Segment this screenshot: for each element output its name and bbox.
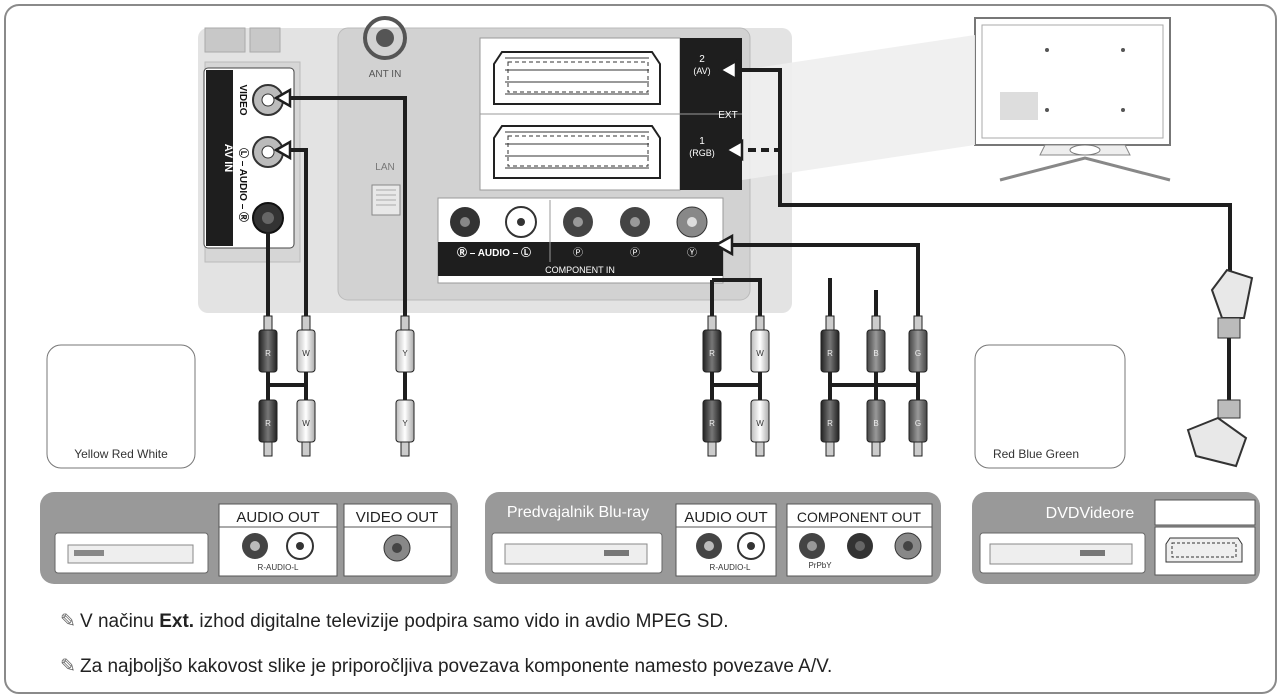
device3-title: DVDVideore bbox=[1046, 505, 1135, 522]
comp-y-label: Ⓨ bbox=[687, 247, 697, 259]
plug-letter: B bbox=[873, 349, 878, 358]
pencil-icon: ✎ bbox=[60, 656, 76, 677]
rca-plug: Y bbox=[395, 315, 415, 373]
av-in-strip bbox=[206, 70, 233, 246]
plug-letter: W bbox=[302, 419, 310, 428]
tv-outline-icon bbox=[974, 17, 1171, 182]
device1-audio-out: AUDIO OUT bbox=[236, 509, 319, 526]
plug-letter: W bbox=[756, 349, 764, 358]
note-1-pre: V načinu bbox=[80, 611, 160, 632]
video-label: VIDEO bbox=[237, 84, 248, 115]
device2-prpby: PrPbY bbox=[808, 561, 832, 570]
plug-letter: W bbox=[756, 419, 764, 428]
rca-plug: W bbox=[296, 399, 316, 457]
callout-wedge bbox=[742, 35, 975, 180]
rca-plug: W bbox=[750, 315, 770, 373]
device-bar-1 bbox=[40, 492, 458, 584]
comp-pr-label: Ⓟ bbox=[630, 247, 640, 259]
ext-label: EXT bbox=[718, 110, 737, 121]
rca-plug: Y bbox=[395, 399, 415, 457]
cables bbox=[266, 68, 1232, 330]
legend-left-label: Yellow Red White bbox=[74, 447, 168, 461]
av-audio-label: Ⓛ – AUDIO – Ⓡ bbox=[237, 148, 250, 222]
plug-letter: R bbox=[265, 419, 271, 428]
plug-letter: G bbox=[915, 349, 921, 358]
plug-letter: B bbox=[873, 419, 878, 428]
rca-plug: G bbox=[908, 315, 928, 373]
device2-r-audio-l: R-AUDIO-L bbox=[710, 563, 751, 572]
rca-plug: R bbox=[258, 399, 278, 457]
rca-plug: R bbox=[820, 315, 840, 373]
plug-letter: R bbox=[827, 419, 833, 428]
av-in-label: AV IN bbox=[222, 144, 234, 173]
plug-letter: G bbox=[915, 419, 921, 428]
plug-letter: R bbox=[709, 349, 715, 358]
plug-letter: Y bbox=[402, 349, 408, 358]
device1-video-out: VIDEO OUT bbox=[356, 509, 439, 526]
ant-in-label: ANT IN bbox=[369, 69, 402, 80]
device2-audio-out: AUDIO OUT bbox=[684, 509, 767, 526]
device-bar-3 bbox=[972, 492, 1260, 584]
legend-right-label: Red Blue Green bbox=[993, 447, 1079, 461]
rca-plug: B bbox=[866, 315, 886, 373]
note-1-bold: Ext. bbox=[159, 611, 195, 632]
plug-letter: R bbox=[709, 419, 715, 428]
plug-letter: R bbox=[265, 349, 271, 358]
arrowheads bbox=[273, 58, 744, 257]
ext1-label: 1 bbox=[699, 136, 705, 147]
ant-in-jack bbox=[363, 16, 407, 60]
plug-letter: R bbox=[827, 349, 833, 358]
comp-pb-label: Ⓟ bbox=[573, 247, 583, 259]
rca-plug: G bbox=[908, 399, 928, 457]
note-2-text: Za najboljšo kakovost slike je priporočl… bbox=[80, 656, 833, 677]
note-1-post: izhod digitalne televizije podpira samo … bbox=[194, 611, 729, 632]
lan-label: LAN bbox=[375, 162, 394, 173]
component-in-label: COMPONENT IN bbox=[545, 265, 615, 275]
component-in-strip bbox=[437, 197, 724, 284]
comp-audio-label: Ⓡ – AUDIO – Ⓛ bbox=[457, 246, 531, 259]
scart-cable-plugs bbox=[1186, 268, 1254, 468]
note-1: ✎V načinu Ext. izhod digitalne televizij… bbox=[60, 610, 728, 633]
lan-port bbox=[371, 184, 401, 216]
plug-letter: Y bbox=[402, 419, 408, 428]
legend-right bbox=[974, 344, 1126, 469]
ext2-sub-label: (AV) bbox=[693, 66, 710, 76]
legend-left bbox=[46, 344, 196, 469]
device1-r-audio-l: R-AUDIO-L bbox=[258, 563, 299, 572]
av-in-jacks bbox=[252, 84, 284, 234]
device-bar-2 bbox=[485, 492, 941, 584]
note-2: ✎Za najboljšo kakovost slike je priporoč… bbox=[60, 655, 832, 678]
pencil-icon: ✎ bbox=[60, 611, 76, 632]
ext2-label: 2 bbox=[699, 54, 705, 65]
rca-plug: B bbox=[866, 399, 886, 457]
plug-letter: W bbox=[302, 349, 310, 358]
rca-plug: R bbox=[820, 399, 840, 457]
ext1-sub-label: (RGB) bbox=[689, 148, 715, 158]
device2-title: Predvajalnik Blu-ray bbox=[507, 504, 649, 521]
device2-component-out: COMPONENT OUT bbox=[797, 509, 922, 525]
